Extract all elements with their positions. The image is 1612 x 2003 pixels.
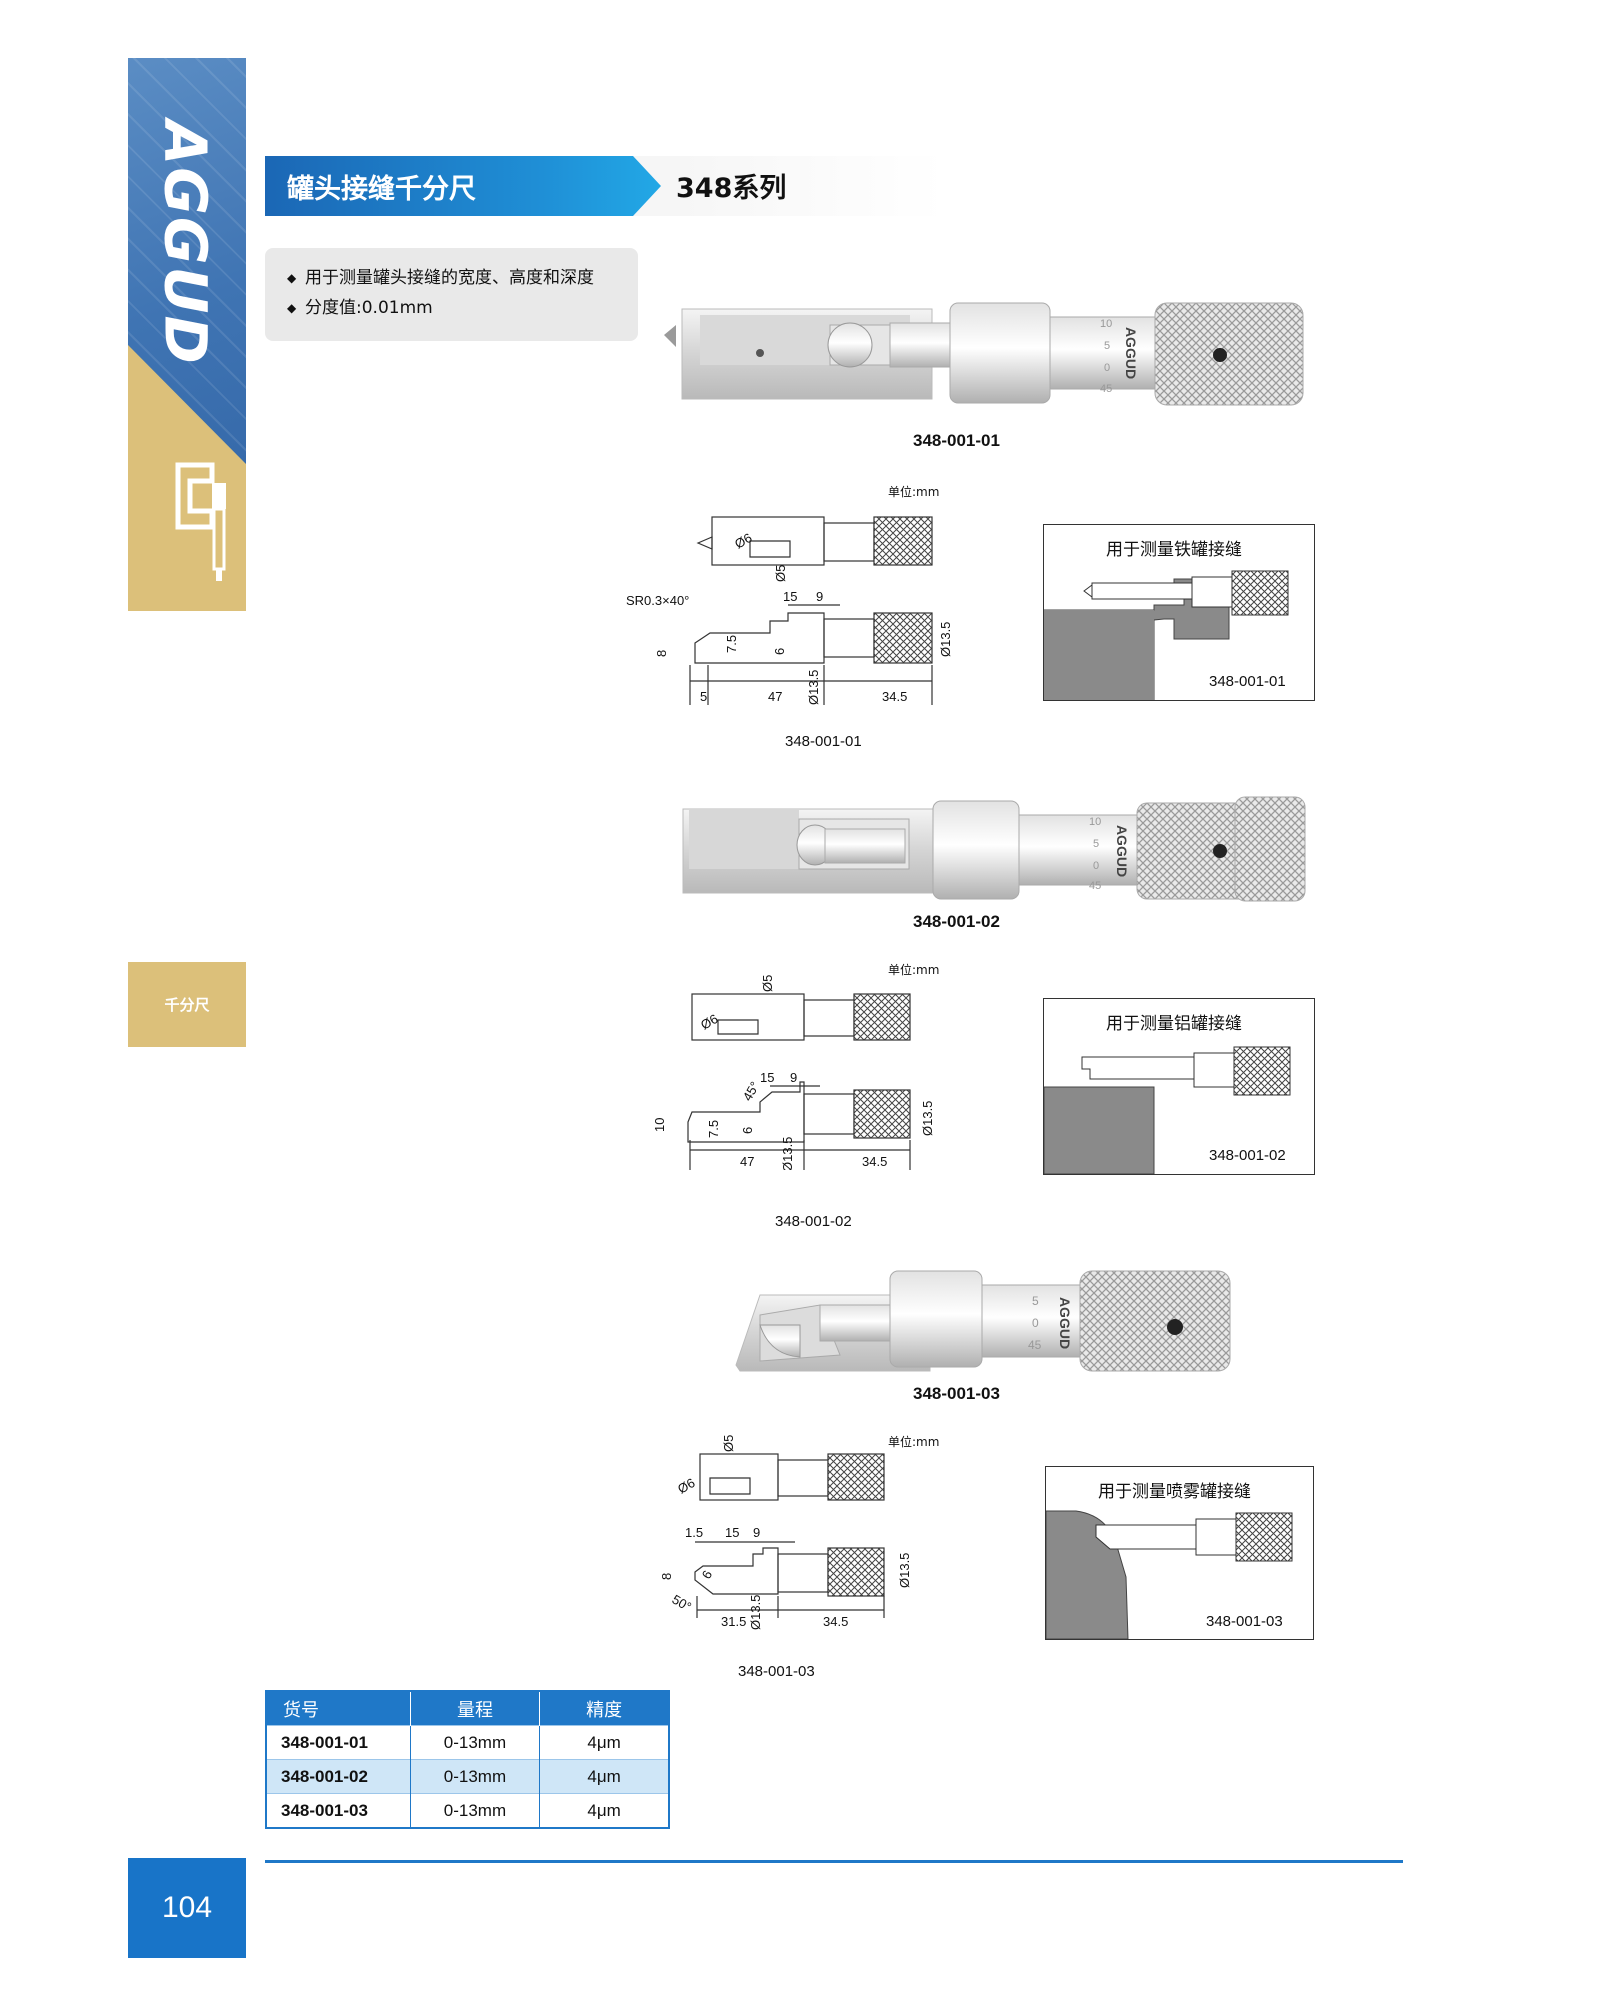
dim-label: 50° [670,1592,695,1615]
table-cell: 4μm [539,1759,670,1794]
dim-label: 7.5 [706,1120,721,1138]
feature-item: ◆ 用于测量罐头接缝的宽度、高度和深度 [287,263,638,293]
drawing-caption: 348-001-03 [738,1663,815,1680]
dim-label: SR0.3×40° [626,593,689,608]
dim-label: Ø13.5 [897,1553,912,1588]
dim-label: Ø13.5 [748,1595,763,1630]
dim-label: Ø6 [732,530,755,552]
thimble-mark: 5 [1093,838,1099,850]
usage-diagram-spray-can: 用于测量喷雾罐接缝 348-001-03 [1045,1466,1314,1640]
product-brand: AGGUD [1114,825,1130,877]
product-label: 348-001-03 [913,1384,1000,1403]
unit-label: 单位:mm [888,485,940,499]
product-photo-348-001-03: 5 0 45 AGGUD [735,1270,1231,1372]
dim-label: Ø6 [698,1011,721,1033]
table-row: 348-001-01 0-13mm 4μm [266,1725,670,1760]
usage-diagram-iron-can: 用于测量铁罐接缝 348-001-01 [1043,524,1315,701]
technical-drawing-348-001-01: Ø6 Ø5 SR0.3×40° 15 9 8 7.5 6 Ø13.5 Ø13.5… [626,516,953,705]
dim-label: 10 [652,1118,667,1132]
product-label: 348-001-01 [913,431,1000,450]
thimble-mark: 0 [1093,860,1099,872]
table-cell: 348-001-02 [266,1759,411,1794]
thimble-mark: 10 [1100,318,1112,330]
thimble-mark: 45 [1028,1338,1042,1352]
drawing-caption: 348-001-02 [775,1213,852,1230]
dim-label: Ø5 [760,975,775,992]
table-cell: 4μm [539,1793,670,1828]
thimble-mark: 0 [1032,1316,1039,1330]
technical-drawing-348-001-02: Ø5 Ø6 15 9 45° 10 7.5 6 Ø13.5 Ø13.5 47 3… [652,975,935,1170]
column-header: 精度 [539,1691,670,1726]
dim-label: 9 [790,1070,797,1085]
table-row: 348-001-03 0-13mm 4μm [266,1793,670,1828]
thimble-mark: 5 [1032,1294,1039,1308]
micrometer-icon [175,462,226,581]
dim-label: Ø5 [773,565,788,582]
dim-label: 8 [654,650,669,657]
table-cell: 4μm [539,1725,670,1760]
technical-drawing-348-001-03: Ø5 Ø6 1.5 15 9 8 6 50° Ø13.5 Ø13.5 31.5 … [659,1435,912,1630]
dim-label: 31.5 [721,1614,746,1629]
dim-label: 34.5 [823,1614,848,1629]
page-number: 104 [128,1858,246,1958]
thimble-mark: 5 [1104,340,1110,352]
footer-divider [265,1860,1403,1863]
dim-label: 5 [700,689,707,704]
dim-label: 47 [768,689,782,704]
dim-label: 34.5 [882,689,907,704]
spec-table: 货号 量程 精度 348-001-01 0-13mm 4μm 348-001-0… [265,1690,670,1829]
dim-label: 47 [740,1154,754,1169]
dim-label: Ø6 [675,1475,698,1497]
thimble-mark: 0 [1104,362,1110,374]
dim-label: Ø13.5 [806,670,821,705]
brand-logo: AGGUD [152,120,220,366]
dim-label: 34.5 [862,1154,887,1169]
table-cell: 0-13mm [410,1725,541,1760]
usage-diagram-aluminum-can: 用于测量铝罐接缝 348-001-02 [1043,998,1315,1175]
feature-item: ◆ 分度值:0.01mm [287,293,638,323]
dim-label: 6 [699,1568,716,1582]
thimble-mark: 45 [1100,383,1112,395]
product-brand: AGGUD [1057,1297,1073,1349]
product-photo-348-001-02: 10 5 0 45 AGGUD [682,796,1306,902]
dim-label: Ø13.5 [780,1137,795,1170]
sidebar-banner: AGGUD [128,58,246,611]
feature-list: ◆ 用于测量罐头接缝的宽度、高度和深度 ◆ 分度值:0.01mm [265,248,638,341]
table-cell: 348-001-01 [266,1725,411,1760]
dim-label: 15 [783,589,797,604]
dim-label: Ø5 [721,1435,736,1452]
diamond-bullet-icon: ◆ [287,301,297,315]
product-photo-348-001-01: 10 5 0 45 AGGUD [664,302,1304,406]
dim-label: Ø13.5 [938,622,953,657]
column-header: 货号 [266,1691,411,1726]
drawing-caption: 348-001-01 [785,733,862,750]
column-header: 量程 [410,1691,541,1726]
table-cell: 348-001-03 [266,1793,411,1828]
dim-label: 1.5 [685,1525,703,1540]
dim-label: 6 [772,648,787,655]
dim-label: 6 [740,1127,755,1134]
dim-label: 8 [659,1573,674,1580]
product-brand: AGGUD [1123,327,1139,379]
series-label: 348系列 [676,173,787,204]
dim-label: 9 [753,1525,760,1540]
table-cell: 0-13mm [410,1759,541,1794]
diamond-bullet-icon: ◆ [287,271,297,285]
dim-label: 9 [816,589,823,604]
section-tab-micrometer[interactable]: 千分尺 [128,962,246,1047]
product-label: 348-001-02 [913,912,1000,931]
dim-label: Ø13.5 [920,1101,935,1136]
dim-label: 15 [725,1525,739,1540]
page-title: 罐头接缝千分尺 [265,156,661,216]
table-cell: 0-13mm [410,1793,541,1828]
dim-label: 15 [760,1070,774,1085]
unit-label: 单位:mm [888,1435,940,1449]
unit-label: 单位:mm [888,963,940,977]
dim-label: 7.5 [724,635,739,653]
table-header-row: 货号 量程 精度 [266,1691,670,1726]
thimble-mark: 45 [1089,880,1101,892]
dim-label: 45° [740,1079,763,1104]
table-row: 348-001-02 0-13mm 4μm [266,1759,670,1794]
thimble-mark: 10 [1089,816,1101,828]
